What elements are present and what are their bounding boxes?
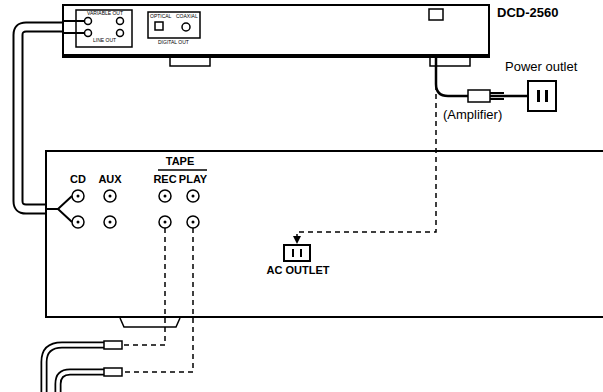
power-plug bbox=[468, 90, 490, 102]
input-label: AUX bbox=[98, 173, 121, 186]
rca-jack bbox=[187, 216, 199, 228]
dashed-tape-lead bbox=[122, 228, 193, 372]
rca-jack bbox=[72, 190, 84, 202]
rca-plug bbox=[104, 368, 122, 376]
tape-bracket-line bbox=[158, 169, 207, 171]
cd-feet bbox=[170, 58, 470, 66]
cable-core bbox=[18, 27, 62, 209]
optical-jack bbox=[155, 22, 163, 30]
panel-label: LINE OUT bbox=[93, 38, 116, 43]
signal-cable bbox=[18, 27, 62, 209]
jack-centres bbox=[77, 195, 195, 224]
cable-fork bbox=[45, 196, 72, 222]
socket-slot bbox=[537, 90, 540, 102]
cord-note: (Amplifier) bbox=[443, 108, 502, 123]
jack-pin bbox=[164, 221, 167, 224]
tape-cable-outline bbox=[44, 345, 104, 392]
jack-pin bbox=[109, 195, 112, 198]
power-outlet: Power outlet bbox=[505, 60, 600, 116]
tape-cable-core bbox=[44, 345, 104, 392]
jack-pin bbox=[192, 221, 195, 224]
input-group-label: TAPE bbox=[166, 155, 195, 168]
amplifier-foot bbox=[120, 318, 180, 327]
ac-outlet: AC OUTLET bbox=[258, 242, 338, 282]
socket-slot bbox=[300, 249, 302, 257]
analog-output-panel bbox=[76, 10, 132, 47]
jack-pin bbox=[164, 195, 167, 198]
rca-jack bbox=[104, 216, 116, 228]
power-inlet bbox=[429, 9, 443, 20]
jack-pin bbox=[77, 195, 80, 198]
jack-pin bbox=[109, 221, 112, 224]
rca-jack bbox=[85, 30, 92, 37]
jack-pin bbox=[77, 221, 80, 224]
jack-lead bbox=[62, 21, 85, 33]
cable-outline bbox=[18, 27, 62, 209]
amplifier-rear-panel: CD AUX TAPE RECPLAY AC OUTLET bbox=[45, 150, 603, 318]
digital-output-panel bbox=[148, 12, 200, 38]
panel-label: COAXIAL bbox=[176, 14, 198, 19]
coaxial-jack bbox=[182, 23, 190, 31]
rca-jack bbox=[72, 216, 84, 228]
cd-player-body: DCD-2560 bbox=[62, 4, 490, 58]
socket-slot bbox=[545, 90, 548, 102]
rca-jack bbox=[117, 18, 124, 25]
plug-prongs bbox=[490, 93, 504, 99]
panel-label: VARIABLE OUT bbox=[87, 11, 123, 16]
rca-plug bbox=[104, 341, 122, 349]
rca-jack bbox=[117, 30, 124, 37]
outlet-label: AC OUTLET bbox=[267, 264, 330, 277]
input-label: PLAY bbox=[179, 173, 207, 186]
amplifier-jacks bbox=[45, 170, 207, 327]
input-label: CD bbox=[70, 173, 86, 186]
outlet-label: Power outlet bbox=[505, 60, 577, 75]
rca-jack bbox=[159, 190, 171, 202]
model-name: DCD-2560 bbox=[497, 6, 558, 21]
panel-label: OPTICAL bbox=[150, 14, 171, 19]
tape-cables bbox=[44, 228, 193, 392]
panel-label: DIGITAL OUT bbox=[158, 40, 189, 45]
rca-jack bbox=[104, 190, 116, 202]
socket-slot bbox=[292, 249, 294, 257]
input-label: REC bbox=[153, 173, 176, 186]
rca-jack bbox=[159, 216, 171, 228]
rca-jack bbox=[85, 18, 92, 25]
ac-socket bbox=[283, 244, 311, 262]
jack-pin bbox=[192, 195, 195, 198]
rca-jack bbox=[187, 190, 199, 202]
wall-socket bbox=[527, 80, 557, 112]
